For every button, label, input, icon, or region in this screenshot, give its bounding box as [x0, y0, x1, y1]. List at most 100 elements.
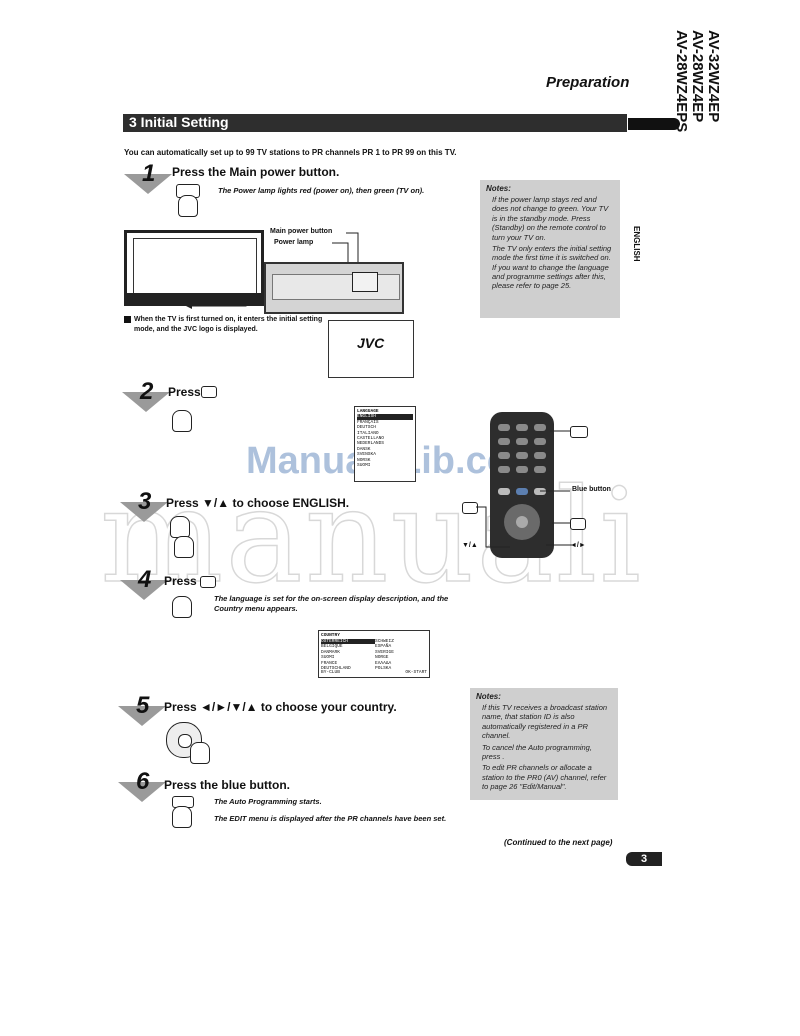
- tab-marker: [628, 118, 680, 130]
- step-arrow-icon: [118, 706, 166, 726]
- notes-bottom-item-3: To edit PR channels or allocate a statio…: [482, 763, 607, 791]
- updown-label: ▼/▲: [462, 542, 478, 549]
- language-menu-item: DANSK: [357, 446, 371, 452]
- step-6-description-1: The Auto Programming starts.: [214, 797, 322, 806]
- country-item: DEUTSCHLAND: [321, 666, 351, 672]
- country-menu: COUNTRY ÖSTERREICH BELGIQUE DANMARK SUOM…: [318, 630, 430, 678]
- country-item: ESPAÑA: [375, 644, 392, 650]
- jvc-logo: JVC: [357, 335, 385, 351]
- step-4-marker: 4: [120, 566, 168, 600]
- bullet-square: [124, 316, 131, 323]
- page-title: 3 Initial Setting: [129, 114, 229, 130]
- country-footer-right: OK-START: [405, 669, 427, 675]
- language-menu-item: NEDERLANDS: [357, 441, 385, 447]
- language-menu-item: ITALIANO: [357, 430, 379, 436]
- label-leader-lines: [332, 232, 359, 266]
- step-6-marker: 6: [118, 768, 166, 802]
- callout-lines: [476, 506, 572, 548]
- step-5-marker: 5: [118, 692, 166, 726]
- country-item: BELGIQUE: [321, 644, 343, 650]
- remote-control: [490, 412, 554, 558]
- pressing-hand-icon: [172, 596, 192, 618]
- dpad-icon: [166, 722, 202, 758]
- country-item: SVERIGE: [375, 649, 394, 655]
- language-menu-item: DEUTSCH: [357, 425, 376, 431]
- notes-top: Notes: If the power lamp stays red and d…: [480, 180, 620, 318]
- notes-bottom: Notes: If this TV receives a broadcast s…: [470, 688, 618, 800]
- pressing-hand-icon: [178, 195, 198, 217]
- pressing-hand-icon: [172, 410, 192, 432]
- model-names: AV-32WZ4EP AV-28WZ4EP AV-28WZ4EPS: [673, 30, 724, 150]
- country-item: DANMARK: [321, 649, 340, 655]
- notes-top-heading: Notes:: [486, 184, 511, 193]
- remote-blue-button: [516, 488, 528, 495]
- notes-bottom-heading: Notes:: [476, 692, 501, 701]
- step-4-title: Press: [164, 574, 197, 588]
- section-name: Preparation: [546, 74, 630, 91]
- jvc-logo-screen: JVC: [328, 320, 414, 378]
- pressing-hand-icon: [172, 806, 192, 828]
- step-5-number: 5: [136, 692, 150, 719]
- step-arrow-icon: [124, 174, 172, 194]
- leftright-label: ◄/►: [570, 542, 586, 549]
- tv-illustration: [124, 230, 264, 306]
- step-1-number: 1: [142, 160, 156, 187]
- notes-bottom-item-2: To cancel the Auto programming, press .: [482, 742, 592, 761]
- language-menu-title: LANGUAGE: [357, 409, 379, 414]
- language-menu: LANGUAGE ENGLISH FRANÇAIS DEUTSCH ITALIA…: [354, 406, 416, 482]
- step-6-number: 6: [136, 768, 150, 795]
- step-4-description: The language is set for the on-screen di…: [214, 594, 449, 613]
- step-1-description: The Power lamp lights red (power on), th…: [218, 186, 425, 195]
- callout-line: [540, 490, 570, 492]
- language-menu-item: SUOMI: [357, 463, 371, 469]
- pressing-hand-icon: [174, 536, 194, 558]
- callout-line: [550, 430, 570, 432]
- step-1-marker: 1: [124, 160, 172, 194]
- main-power-button: [352, 272, 378, 292]
- ok-button-icon: [200, 576, 216, 588]
- remote-dpad: [504, 504, 540, 540]
- tv-front-panel: [264, 262, 404, 314]
- return-button-callout: [462, 502, 478, 514]
- tv-screen: [133, 238, 257, 294]
- intro-text: You can automatically set up to 99 TV st…: [124, 148, 457, 157]
- blue-button-label: Blue button: [572, 486, 611, 493]
- step-arrow-icon: [122, 392, 170, 412]
- step-3-title: Press ▼/▲ to choose ENGLISH.: [166, 496, 350, 510]
- notes-bottom-item-1: If this TV receives a broadcast station …: [482, 703, 608, 741]
- country-menu-title: COUNTRY: [321, 633, 340, 638]
- country-item: SUOMI: [321, 655, 335, 661]
- model-name-3: AV-28WZ4EPS: [673, 30, 690, 133]
- language-menu-item: NORSK: [357, 457, 371, 463]
- tv-base: [127, 293, 261, 303]
- main-power-label: Main power button: [270, 228, 333, 235]
- country-item: NORGE: [375, 655, 389, 661]
- title-bar: 3 Initial Setting: [123, 114, 627, 132]
- step-arrow-icon: [120, 580, 168, 600]
- language-menu-item: ENGLISH: [357, 414, 413, 420]
- ok-button-callout: [570, 518, 586, 530]
- language-menu-item: FRANÇAIS: [357, 419, 379, 425]
- menu-button-callout: [570, 426, 588, 438]
- model-name-1: AV-32WZ4EP: [705, 30, 722, 123]
- continued-note: (Continued to the next page): [504, 838, 613, 847]
- page-number: 3: [626, 852, 662, 866]
- country-item: ÖSTERREICH: [321, 639, 375, 645]
- step-arrow-icon: [118, 782, 166, 802]
- step-3-marker: 3: [120, 488, 168, 522]
- language-menu-item: CASTELLANO: [357, 436, 385, 442]
- notes-top-item-1: If the power lamp stays red and does not…: [492, 195, 609, 242]
- step-2-marker: 2: [122, 378, 170, 412]
- step-3-number: 3: [138, 488, 152, 515]
- step-4-number: 4: [138, 566, 152, 593]
- country-item: SCHWEIZ: [375, 639, 394, 644]
- step-5-title: Press ◄/►/▼/▲ to choose your country.: [164, 700, 397, 714]
- notes-top-item-2: The TV only enters the initial setting m…: [492, 243, 612, 291]
- step-arrow-icon: [120, 502, 168, 522]
- pressing-hand-icon: [190, 742, 210, 764]
- step-1-title: Press the Main power button.: [172, 165, 340, 179]
- ok-button-icon: [201, 386, 217, 398]
- control-panel: [272, 274, 400, 300]
- model-name-2: AV-28WZ4EP: [689, 30, 706, 123]
- country-item: POLSKA: [375, 666, 392, 672]
